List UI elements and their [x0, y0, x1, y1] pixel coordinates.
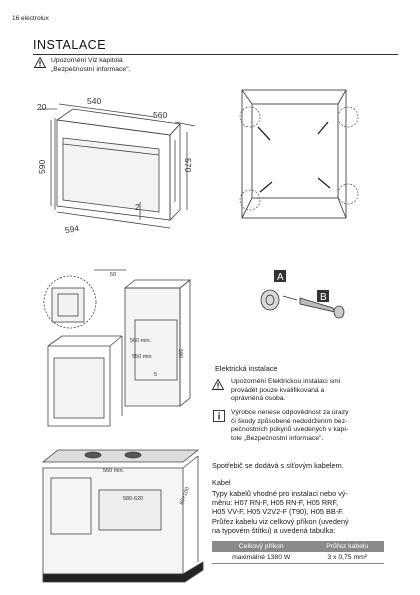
dim-20: 20: [37, 102, 47, 112]
cable-table: Celkový příkon Průřez kabelu maximálně 1…: [212, 541, 384, 564]
dim-594: 594: [64, 223, 80, 235]
label-a-box: [274, 270, 286, 282]
label-b-box: [317, 290, 329, 302]
info-line: pečnostních pokynů uvedených v kapi-: [231, 426, 349, 434]
info-line: tole „Bezpečnostní informace".: [231, 434, 324, 442]
label-b: B: [320, 292, 327, 303]
dim-580-620: 580-620: [123, 496, 143, 502]
screw-parts-drawing: A B: [260, 270, 345, 319]
cable-text: Typy kabelů vhodné pro instalaci nebo vý…: [212, 489, 349, 535]
table-cell-cross-section: 3 x 0,75 mm²: [310, 552, 384, 564]
table-row: maximálně 1380 W 3 x 0,75 mm²: [212, 552, 384, 564]
dim-560: 560: [153, 110, 167, 120]
dim-540: 540: [87, 96, 101, 106]
table-header-cross-section: Průřez kabelu: [310, 541, 384, 552]
cable-table-header: Celkový příkon Průřez kabelu: [212, 541, 384, 552]
dim-590-cabinet: 590: [177, 349, 183, 358]
table-header-power: Celkový příkon: [212, 541, 311, 552]
electrical-warning-line: oprávněná osoba.: [231, 395, 286, 403]
dim-2: 2: [135, 202, 140, 212]
electrical-heading: Elektrická instalace: [215, 364, 278, 373]
niche-corner-drawing: [239, 89, 359, 219]
top-warning-text: Upozornění Viz kapitola „Bezpečnostní in…: [51, 57, 130, 74]
dim-550-min: 550 min: [132, 354, 152, 360]
cable-heading: Kabel: [212, 478, 231, 487]
label-a: A: [277, 272, 284, 283]
cable-text-line: Typy kabelů vhodné pro instalaci nebo vý…: [212, 489, 348, 498]
brand-name: electrolux: [21, 15, 49, 22]
page-number: 16: [12, 15, 20, 22]
page-header: 16 electrolux: [12, 15, 49, 22]
electrical-warning-icon: [211, 378, 225, 390]
section-title: INSTALACE: [33, 38, 107, 52]
info-icon: [213, 410, 225, 422]
cable-text-line: na typovém štítku) a uvedená tabulka:: [212, 525, 336, 535]
dim-60-100: 60+100: [179, 486, 191, 505]
cable-text-line: H05 VV-F, H05 V2V2-F (T90), H05 BB-F.: [212, 507, 344, 517]
cable-text-line: měnu: H07 RN-F, H05 RN-F, H05 RRF,: [212, 498, 339, 508]
info-note: Výrobce nenese odpovědnost za úrazy či š…: [231, 409, 349, 443]
electrical-warning-line: Upozornění Elektrickou instalaci smí: [231, 378, 341, 385]
dim-5: 5: [154, 372, 157, 378]
electrical-warning-line: provádět pouze kvalifikovaná a: [231, 386, 325, 394]
cable-text-line: Průřez kabelu viz celkový příkon (uveden…: [212, 516, 349, 526]
info-line: či škody způsobené nedodržením bez-: [231, 417, 348, 425]
cable-supply-text: Spotřebič se dodává s síťovým kabelem.: [212, 461, 344, 470]
table-cell-power: maximálně 1380 W: [212, 552, 311, 564]
dim-560-min-hob: 560 min.: [103, 468, 125, 474]
top-warning-line2: „Bezpečnostní informace".: [51, 65, 131, 73]
top-warning-line1: Upozornění Viz kapitola: [51, 57, 123, 64]
dim-570: 570: [183, 158, 193, 172]
oven-dimension-drawing: 540 560 20 590 570 594 2: [37, 96, 196, 235]
title-rule: [33, 54, 398, 55]
hob-installation-drawing: 560 min. 580-620 60+100: [41, 449, 204, 583]
dim-590: 590: [37, 160, 47, 174]
info-line: Výrobce nenese odpovědnost za úrazy: [231, 409, 349, 416]
dim-50: 50: [110, 272, 116, 278]
dim-560-min: 560 min.: [130, 338, 152, 344]
warning-icon: [33, 56, 47, 68]
cabinet-installation-drawing: 50 560 min. 550 min 590 5: [43, 269, 192, 427]
electrical-warning: Upozornění Elektrickou instalaci smí pro…: [231, 378, 341, 404]
